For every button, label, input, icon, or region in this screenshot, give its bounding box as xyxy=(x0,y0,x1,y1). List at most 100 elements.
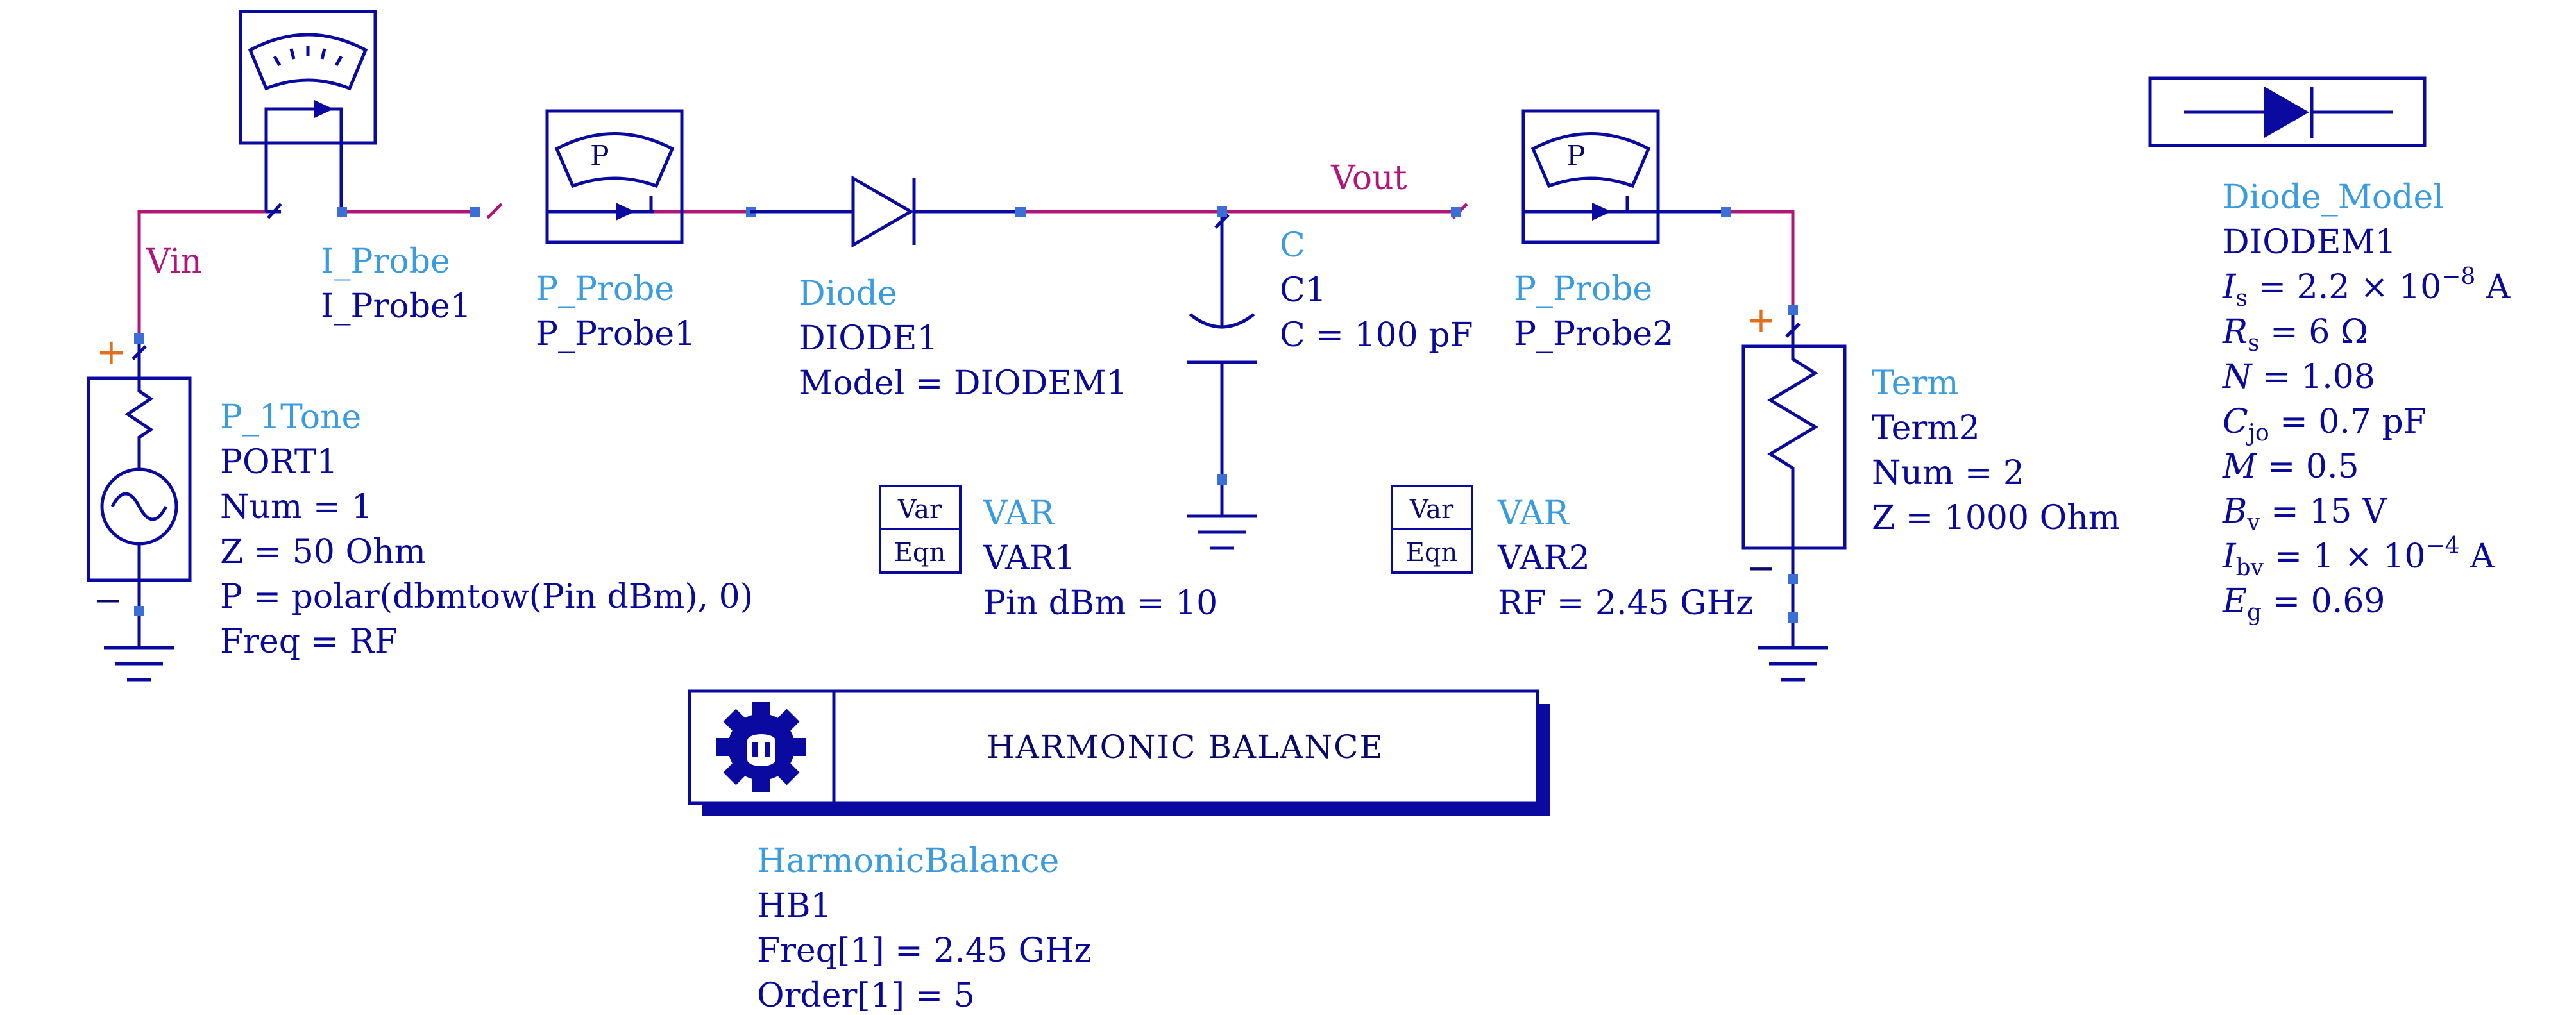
pprobe2-meter-icon xyxy=(1530,132,1651,189)
diode-model-icon xyxy=(2264,87,2309,138)
net-vout xyxy=(1020,210,1795,308)
var2-type-label: VAR xyxy=(1497,494,1570,533)
pprobe2-pin-out[interactable] xyxy=(1721,207,1731,217)
term-resistor-icon xyxy=(1767,346,1818,548)
var2-name-label: VAR2 xyxy=(1497,539,1590,578)
source-num-label: Num = 1 xyxy=(220,488,373,526)
iprobe-path xyxy=(264,107,343,212)
term-pin-tick xyxy=(1785,323,1801,338)
diode-name-label: DIODE1 xyxy=(799,319,938,358)
var2-box-bottom-text: Eqn xyxy=(1406,538,1458,567)
model-param-4: M = 0.5 xyxy=(2222,448,2359,486)
cap-curved-plate xyxy=(1189,313,1255,329)
cap-name-label: C1 xyxy=(1280,271,1326,310)
wire-pprobe2-term xyxy=(1725,210,1795,308)
term-pin-mid[interactable] xyxy=(1788,574,1798,584)
hb-controller[interactable]: HARMONIC BALANCE xyxy=(688,689,1550,816)
term-name-label: Term2 xyxy=(1872,409,1980,448)
term-z-label: Z = 1000 Ohm xyxy=(1872,499,2120,537)
pprobe1-meter-icon xyxy=(554,132,675,189)
cap-pin-bottom[interactable] xyxy=(1217,474,1227,485)
model-param-3: Cjo = 0.7 pF xyxy=(2223,403,2427,446)
term-plus-sign: + xyxy=(1746,299,1776,341)
iprobe-type-label: I_Probe xyxy=(321,242,450,281)
source-freq-label: Freq = RF xyxy=(220,623,398,661)
source-resistor-icon xyxy=(124,378,154,468)
iprobe-component[interactable] xyxy=(239,10,377,219)
term-component[interactable] xyxy=(1741,308,1847,682)
wire-vin-left xyxy=(137,210,276,337)
model-type-label: Diode_Model xyxy=(2223,178,2444,217)
pprobe2-type-label: P_Probe xyxy=(1514,270,1652,308)
source-pin-tick xyxy=(131,345,147,360)
pprobe2-pin-in[interactable] xyxy=(1451,207,1461,217)
pprobe1-name-label: P_Probe1 xyxy=(536,315,695,353)
source-z-label: Z = 50 Ohm xyxy=(220,533,426,571)
source-minus-sign: − xyxy=(93,580,123,621)
iprobe-box xyxy=(239,10,377,145)
hb-title: HARMONIC BALANCE xyxy=(987,728,1384,766)
cap-pin-tick xyxy=(1214,214,1230,229)
source-plus-sign: + xyxy=(96,331,126,373)
hb-order-label: Order[1] = 5 xyxy=(757,977,975,1015)
term-pin-bottom[interactable] xyxy=(1788,612,1798,623)
model-name-label: DIODEM1 xyxy=(2223,223,2396,262)
hb-name-label: HB1 xyxy=(757,887,832,925)
var2-box-top-text: Var xyxy=(1409,495,1454,524)
source-component[interactable] xyxy=(87,337,192,682)
diode-model-label: Model = DIODEM1 xyxy=(799,364,1128,403)
term-pin-top[interactable] xyxy=(1788,305,1798,315)
model-param-7: Eg = 0.69 xyxy=(2222,582,2385,626)
diode-component[interactable] xyxy=(750,175,1020,248)
model-param-2: N = 1.08 xyxy=(2221,358,2375,396)
pprobe2-arrow-icon xyxy=(1592,203,1611,221)
model-param-6: Ibv = 1 × 10−4 A xyxy=(2222,533,2495,581)
iprobe-name-label: I_Probe1 xyxy=(321,287,471,326)
pprobe1-pin-in[interactable] xyxy=(470,207,480,217)
hb-type-label: HarmonicBalance xyxy=(757,842,1059,880)
var1-box-top-text: Var xyxy=(897,495,942,524)
pprobe2-name-label: P_Probe2 xyxy=(1514,315,1674,353)
net-label-vout: Vout xyxy=(1330,159,1407,197)
net-vin xyxy=(137,210,750,337)
cap-type-label: C xyxy=(1280,226,1305,265)
diode-model-block[interactable] xyxy=(2148,76,2427,147)
var2-block[interactable]: Var Eqn xyxy=(1391,485,1473,574)
iprobe-meter-icon xyxy=(248,33,368,91)
term-minus-sign: − xyxy=(1746,548,1776,589)
term-num-label: Num = 2 xyxy=(1872,454,2024,492)
diode-pin-cathode[interactable] xyxy=(1015,207,1026,217)
source-name-label: PORT1 xyxy=(220,443,338,482)
iprobe-arrow-icon xyxy=(314,100,334,118)
pprobe1-type-label: P_Probe xyxy=(536,270,674,308)
hb-box xyxy=(688,689,1539,805)
var1-type-label: VAR xyxy=(983,494,1056,533)
cap-pin-top[interactable] xyxy=(1217,206,1227,217)
var1-expr-label: Pin dBm = 10 xyxy=(983,584,1217,623)
var2-expr-label: RF = 2.45 GHz xyxy=(1498,584,1753,623)
model-param-0: Is = 2.2 × 10−8 A xyxy=(2222,264,2511,312)
pprobe1-pin-tick xyxy=(486,203,503,219)
model-param-5: Bv = 15 V xyxy=(2222,492,2387,536)
var1-block[interactable]: Var Eqn xyxy=(879,485,962,574)
diode-triangle-icon xyxy=(851,175,914,248)
source-pin-bottom[interactable] xyxy=(134,606,144,616)
pprobe2-component[interactable]: P xyxy=(1452,109,1725,244)
pprobe1-box xyxy=(545,109,684,244)
diode-model-box xyxy=(2148,76,2427,147)
iprobe-pin-tick xyxy=(267,203,282,219)
iprobe-pin[interactable] xyxy=(337,207,347,217)
source-power-label: P = polar(dbmtow(Pin dBm), 0) xyxy=(220,578,753,616)
capacitor-component[interactable] xyxy=(1187,212,1257,550)
source-pin-top[interactable] xyxy=(134,333,144,344)
pprobe1-component[interactable]: P xyxy=(486,109,684,244)
hb-freq-label: Freq[1] = 2.45 GHz xyxy=(757,932,1092,970)
diode-type-label: Diode xyxy=(799,274,897,313)
net-label-vin: Vin xyxy=(146,242,202,281)
var1-box-bottom-text: Eqn xyxy=(894,538,946,567)
pprobe2-box xyxy=(1521,109,1660,244)
pprobe2-glyph: P xyxy=(1566,140,1586,172)
model-param-1: Rs = 6 Ω xyxy=(2222,313,2368,357)
